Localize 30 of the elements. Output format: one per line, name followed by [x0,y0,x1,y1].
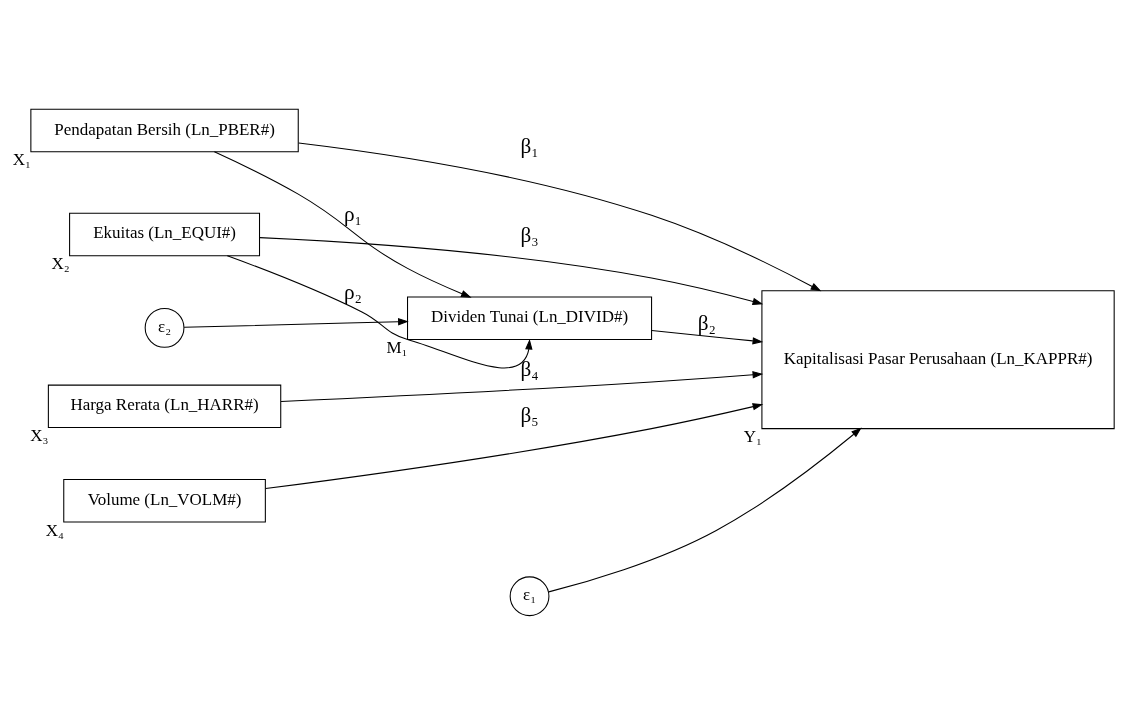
arrow [183,317,409,328]
edge-label: β₅ [520,403,539,428]
arrow [651,330,764,345]
edge-label: β₃ [520,222,539,247]
node-label: X₄ [45,520,64,540]
node-label: X₁ [12,150,31,170]
arrow [298,142,822,292]
edge-label: β₂ [697,310,716,335]
node-label: M₁ [386,338,408,358]
node-circle: ε₂ [144,307,185,348]
arrow [280,371,764,402]
edge-label: ρ₂ [343,280,362,305]
node-box: Dividen Tunai (Ln_DIVID#) [407,296,653,340]
node-label: X₃ [30,426,49,446]
node-label: Y₁ [743,427,762,447]
arrow [213,151,472,298]
arrow [265,403,764,490]
node-box: Volume (Ln_VOLM#) [63,479,266,523]
arrow [548,427,862,593]
node-box: Ekuitas (Ln_EQUI#) [69,212,261,257]
arrow [226,255,533,369]
node-label: X₂ [51,254,70,274]
node-circle: ε₁ [509,576,550,617]
node-box: Pendapatan Bersih (Ln_PBER#) [30,108,299,153]
edge-label: ρ₁ [343,201,362,226]
edge-label: β₄ [520,356,539,381]
node-box: Harga Rerata (Ln_HARR#) [47,384,282,429]
arrow [259,237,764,306]
node-box: Kapitalisasi Pasar Perusahaan (Ln_KAPPR#) [761,290,1115,430]
edge-label: β₁ [520,133,539,158]
